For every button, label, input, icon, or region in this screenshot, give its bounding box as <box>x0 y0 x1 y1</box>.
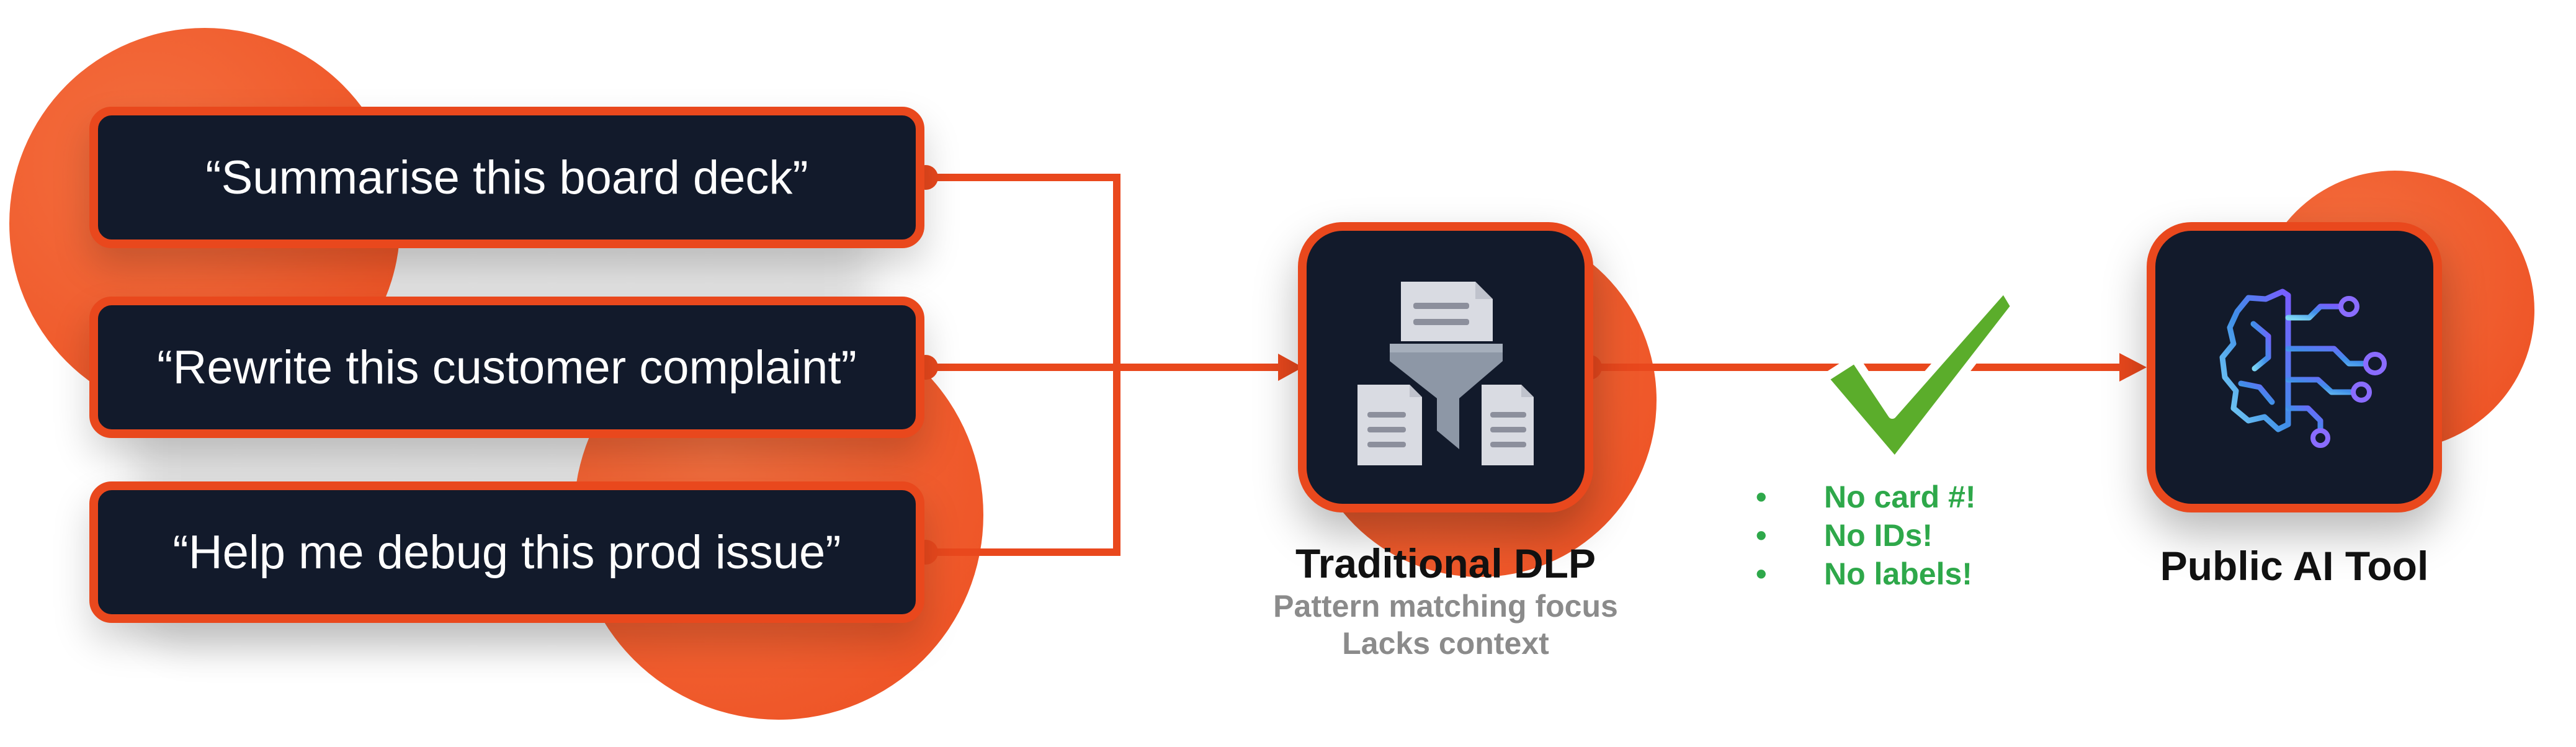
dlp-title: Traditional DLP <box>1295 540 1596 586</box>
dlp-subtitle-line-1: Pattern matching focus <box>1273 589 1618 624</box>
prompt-box-1: “Summarise this board deck” <box>89 107 924 248</box>
check-item-text: No card #! <box>1824 480 1976 514</box>
check-list-item: • No card #! <box>1756 478 1976 516</box>
arrowhead-to-dlp <box>1278 354 1303 381</box>
document-filter-funnel-icon <box>1357 282 1534 465</box>
dlp-subtitle-line-2: Lacks context <box>1342 626 1549 661</box>
check-list-item: • No labels! <box>1756 555 1976 593</box>
ai-tool-node <box>2147 222 2442 512</box>
bullet: • <box>1756 480 1767 514</box>
arrowhead-to-ai-tool <box>2119 353 2147 382</box>
prompt-box-2: “Rewrite this customer complaint” <box>89 297 924 438</box>
ai-tool-title: Public AI Tool <box>2160 543 2429 589</box>
prompt-text: “Summarise this board deck” <box>205 151 808 204</box>
prompt-text: “Help me debug this prod issue” <box>172 526 841 579</box>
prompt-text: “Rewrite this customer complaint” <box>157 341 857 394</box>
check-item-text: No labels! <box>1824 557 1972 591</box>
dlp-node <box>1298 222 1593 512</box>
green-checkmark-icon <box>1820 284 2019 466</box>
check-item-text: No IDs! <box>1824 518 1933 553</box>
circuit-brain-icon <box>2219 289 2387 448</box>
prompt-box-3: “Help me debug this prod issue” <box>89 481 924 623</box>
bullet: • <box>1756 557 1767 591</box>
check-list-item: • No IDs! <box>1756 516 1976 555</box>
check-list: • No card #! • No IDs! • No labels! <box>1756 478 1976 593</box>
bullet: • <box>1756 518 1767 553</box>
